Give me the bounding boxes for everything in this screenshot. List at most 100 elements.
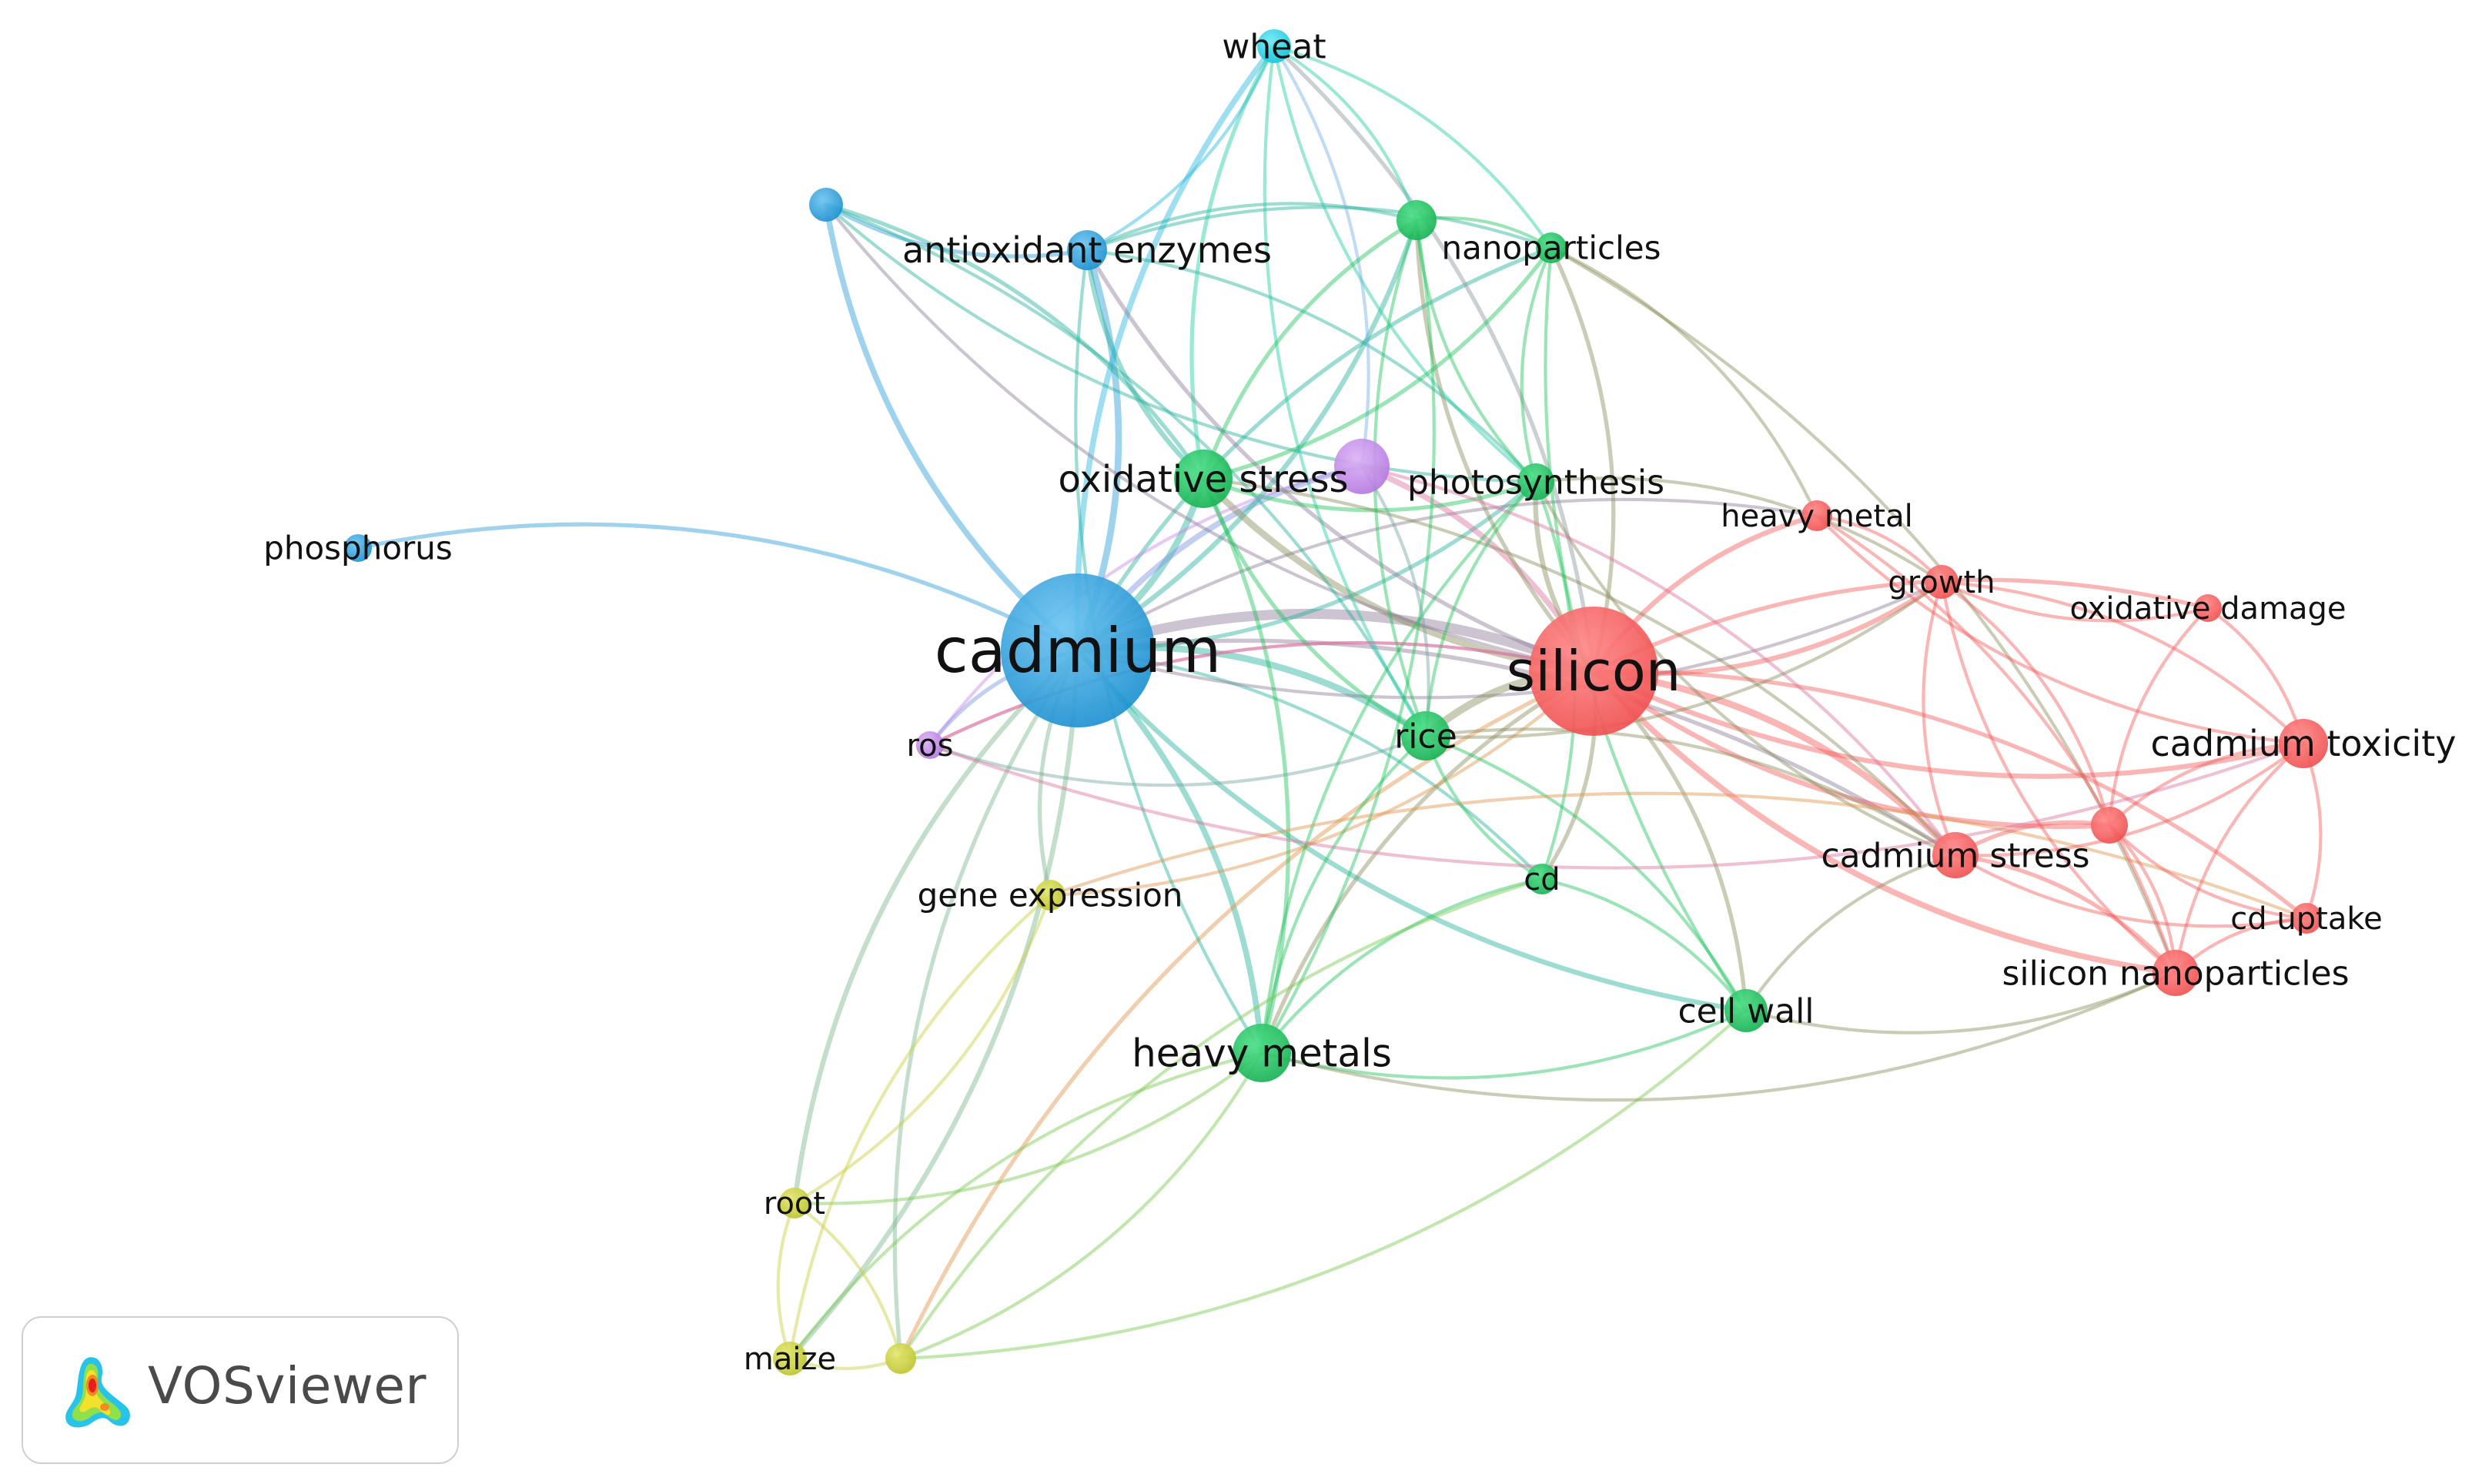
label-root: root xyxy=(764,1186,825,1222)
node-silicon-nanoparticles[interactable] xyxy=(2153,950,2199,996)
link-photosynthesis-growth xyxy=(1534,476,1944,584)
label-cadmium: cadmium xyxy=(935,615,1222,687)
node-blue-unlabeled[interactable] xyxy=(809,188,843,222)
link-silicon-green-unlabeled xyxy=(1414,218,1596,673)
node-cd[interactable] xyxy=(1527,864,1557,894)
link-layer xyxy=(356,43,2323,1370)
link-heavy-metals-cell-wall xyxy=(1259,1008,1748,1080)
link-purple-unlabeled-rice xyxy=(1360,464,1430,738)
link-photosynthesis-rice xyxy=(1423,480,1538,738)
link-cadmium-wheat xyxy=(1074,43,1277,653)
link-cadmium-phosphorus xyxy=(356,522,1080,653)
link-cadmium-heavy-metal xyxy=(1075,497,1819,653)
node-yellow-unlabeled[interactable] xyxy=(885,1343,916,1374)
node-purple-unlabeled[interactable] xyxy=(1334,439,1390,494)
node-cadmium-toxicity[interactable] xyxy=(2279,719,2328,768)
node-gene-expression[interactable] xyxy=(1035,880,1065,911)
link-cd-cell-wall xyxy=(1540,877,1748,1013)
link-silicon-red-unlabeled xyxy=(1591,668,2112,829)
node-rice[interactable] xyxy=(1401,711,1450,760)
node-cadmium[interactable] xyxy=(1001,573,1155,727)
node-heavy-metals[interactable] xyxy=(1233,1024,1291,1082)
link-ros-cadmium-toxicity xyxy=(928,741,2306,870)
link-oxidative-stress-green-unlabeled xyxy=(1201,218,1419,481)
link-cadmium-green-unlabeled xyxy=(1075,217,1420,653)
label-nanoparticles: nanoparticles xyxy=(1442,229,1661,267)
link-rice-ros xyxy=(928,734,1428,787)
link-heavy-metals-yellow-unlabeled xyxy=(898,1051,1264,1361)
link-gene-expression-root xyxy=(792,893,1052,1205)
link-cadmium-toxicity-cd-uptake xyxy=(2301,741,2323,921)
link-silicon-ros xyxy=(928,640,1596,747)
link-yellow-unlabeled-cell-wall xyxy=(898,1008,1748,1361)
node-phosphorus[interactable] xyxy=(344,534,372,562)
link-rice-cadmium-stress xyxy=(1423,727,1958,857)
node-green-unlabeled[interactable] xyxy=(1397,200,1437,240)
link-blue-unlabeled-oxidative-stress xyxy=(824,202,1206,481)
node-oxidative-damage[interactable] xyxy=(2194,594,2222,622)
node-antioxidant-enzymes[interactable] xyxy=(1067,230,1107,270)
node-ros[interactable] xyxy=(916,731,944,759)
node-root[interactable] xyxy=(779,1188,810,1218)
link-silicon-cadmium-toxicity xyxy=(1591,668,2306,779)
node-silicon[interactable] xyxy=(1529,607,1658,736)
link-antioxidant-enzymes-nanoparticles xyxy=(1085,206,1554,252)
label-silicon-nanoparticles: silicon nanoparticles xyxy=(2002,954,2349,993)
link-cell-wall-silicon-nanoparticles xyxy=(1744,971,2178,1034)
link-antioxidant-enzymes-wheat xyxy=(1085,44,1276,252)
node-oxidative-stress[interactable] xyxy=(1174,450,1233,508)
label-cell-wall: cell wall xyxy=(1678,991,1814,1031)
density-map-icon xyxy=(65,1357,130,1428)
label-cd: cd xyxy=(1524,862,1560,897)
link-red-unlabeled-cd-uptake xyxy=(2107,823,2309,921)
link-photosynthesis-heavy-metals xyxy=(1259,480,1538,1055)
link-oxidative-stress-cadmium-stress xyxy=(1201,476,1958,857)
node-cadmium-stress[interactable] xyxy=(1932,832,1979,878)
link-wheat-rice xyxy=(1263,44,1428,738)
link-cadmium-maize xyxy=(787,647,1081,1362)
link-wheat-purple-unlabeled xyxy=(1272,44,1370,469)
link-purple-unlabeled-cadmium-stress xyxy=(1360,464,1958,857)
link-cadmium-toxicity-silicon-nanoparticles xyxy=(2173,741,2306,975)
node-red-unlabeled[interactable] xyxy=(2091,807,2128,844)
link-antioxidant-enzymes-oxidative-stress xyxy=(1084,247,1206,482)
link-wheat-oxidative-stress xyxy=(1189,44,1276,481)
link-green-unlabeled-photosynthesis xyxy=(1414,218,1538,484)
link-green-unlabeled-heavy-metals xyxy=(1259,218,1436,1055)
label-rice: rice xyxy=(1394,717,1457,756)
node-maize[interactable] xyxy=(773,1342,807,1375)
node-nanoparticles[interactable] xyxy=(1536,232,1567,263)
link-antioxidant-enzymes-green-unlabeled xyxy=(1085,202,1419,252)
link-silicon-yellow-unlabeled xyxy=(898,669,1596,1361)
label-phosphorus: phosphorus xyxy=(263,530,453,567)
link-oxidative-stress-heavy-metals xyxy=(1201,476,1291,1055)
node-growth[interactable] xyxy=(1925,565,1959,599)
link-nanoparticles-heavy-metal xyxy=(1549,246,1819,518)
vosviewer-logo: VOSviewer xyxy=(22,1316,459,1464)
label-cadmium-stress: cadmium stress xyxy=(1821,836,2089,875)
link-blue-unlabeled-rice xyxy=(824,202,1428,738)
label-oxidative-stress: oxidative stress xyxy=(1059,458,1349,501)
node-wheat[interactable] xyxy=(1257,29,1291,63)
link-cadmium-root xyxy=(791,647,1081,1206)
link-gene-expression-maize xyxy=(788,893,1052,1361)
label-heavy-metals: heavy metals xyxy=(1132,1031,1392,1076)
label-cadmium-toxicity: cadmium toxicity xyxy=(2151,723,2457,764)
link-heavy-metal-growth xyxy=(1815,513,1944,584)
node-heavy-metal[interactable] xyxy=(1801,500,1832,531)
node-cell-wall[interactable] xyxy=(1724,989,1768,1032)
link-heavy-metal-silicon-nanoparticles xyxy=(1815,513,2178,975)
link-cell-wall-cadmium-stress xyxy=(1744,853,1958,1013)
label-growth: growth xyxy=(1888,565,1995,600)
link-silicon-wheat xyxy=(1272,44,1596,673)
link-root-maize xyxy=(776,1201,797,1361)
node-cd-uptake[interactable] xyxy=(2291,903,2322,934)
node-photosynthesis[interactable] xyxy=(1517,463,1554,500)
label-cd-uptake: cd uptake xyxy=(2230,901,2382,937)
link-rice-growth xyxy=(1423,580,1944,739)
link-rice-cell-wall xyxy=(1423,734,1748,1013)
link-silicon-blue-unlabeled xyxy=(824,202,1596,673)
node-layer xyxy=(344,29,2328,1375)
